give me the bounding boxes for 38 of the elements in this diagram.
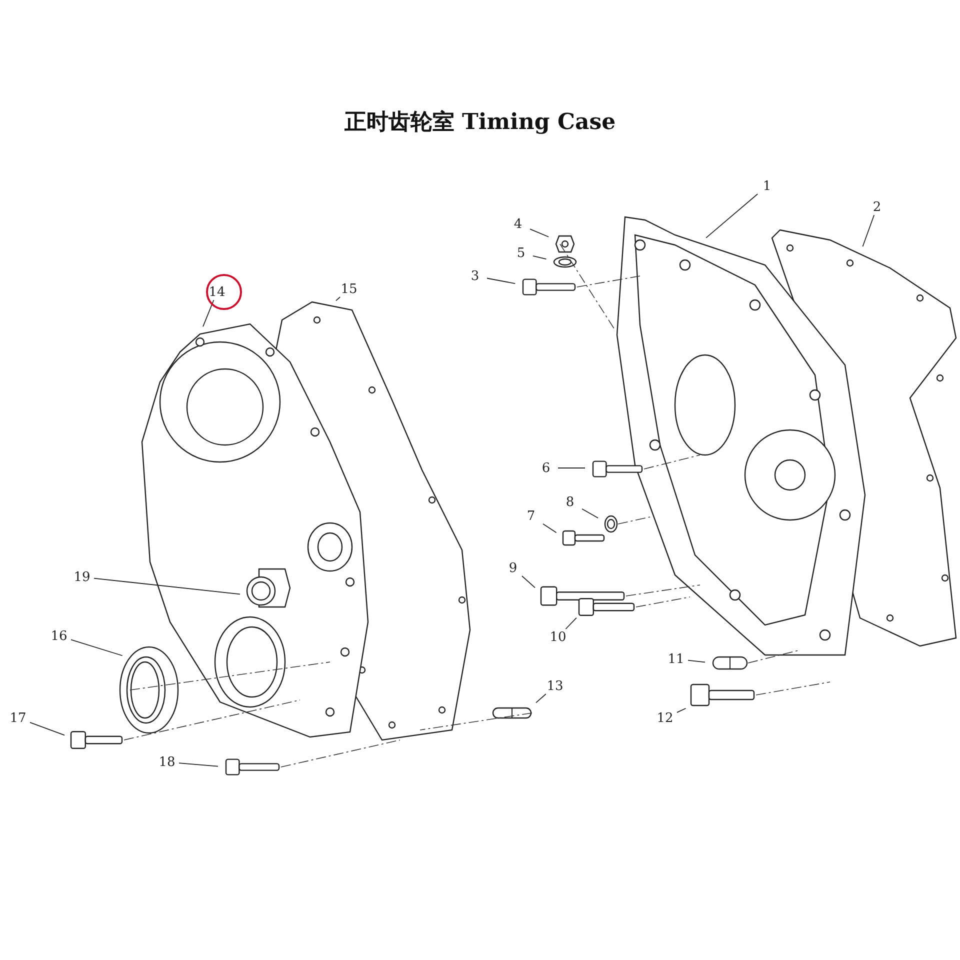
callout-number: 17	[10, 712, 26, 724]
leader-line	[582, 508, 598, 518]
leader-line	[94, 578, 240, 595]
callout-number: 11	[668, 652, 684, 666]
callout-number: 3	[470, 270, 480, 282]
leader-line	[862, 214, 875, 247]
leader-line	[202, 300, 214, 328]
callout-number: 16	[50, 630, 68, 642]
callout-number: 12	[656, 712, 674, 724]
leader-line	[336, 296, 340, 302]
callout-number: 8	[566, 496, 574, 508]
callout-number: 10	[550, 630, 566, 644]
leader-line	[486, 278, 516, 284]
callout-number: 13	[546, 680, 564, 692]
callout-number: 9	[508, 562, 518, 574]
callout-number: 7	[526, 510, 536, 522]
leader-line	[522, 576, 536, 588]
leader-line	[70, 639, 123, 656]
leader-line	[565, 617, 577, 630]
leader-line	[530, 228, 550, 238]
leader-line	[532, 255, 547, 260]
callout-number: 14	[208, 286, 226, 298]
diagram-title: 正时齿轮室 Timing Case	[344, 108, 616, 137]
callout-number: 5	[516, 246, 526, 260]
callout-number: 18	[158, 756, 176, 768]
callout-number: 15	[340, 282, 358, 296]
leader-line	[688, 660, 706, 663]
leader-line	[178, 762, 218, 767]
leader-line	[536, 694, 546, 704]
callout-number: 6	[542, 462, 550, 474]
leader-line	[542, 523, 557, 534]
leader-line	[676, 708, 686, 713]
callout-number: 4	[514, 218, 522, 230]
callout-number: 2	[872, 200, 882, 214]
leader-line	[706, 194, 758, 238]
leader-line	[30, 722, 65, 736]
callout-number: 19	[74, 570, 90, 584]
callout-number: 1	[762, 180, 772, 192]
